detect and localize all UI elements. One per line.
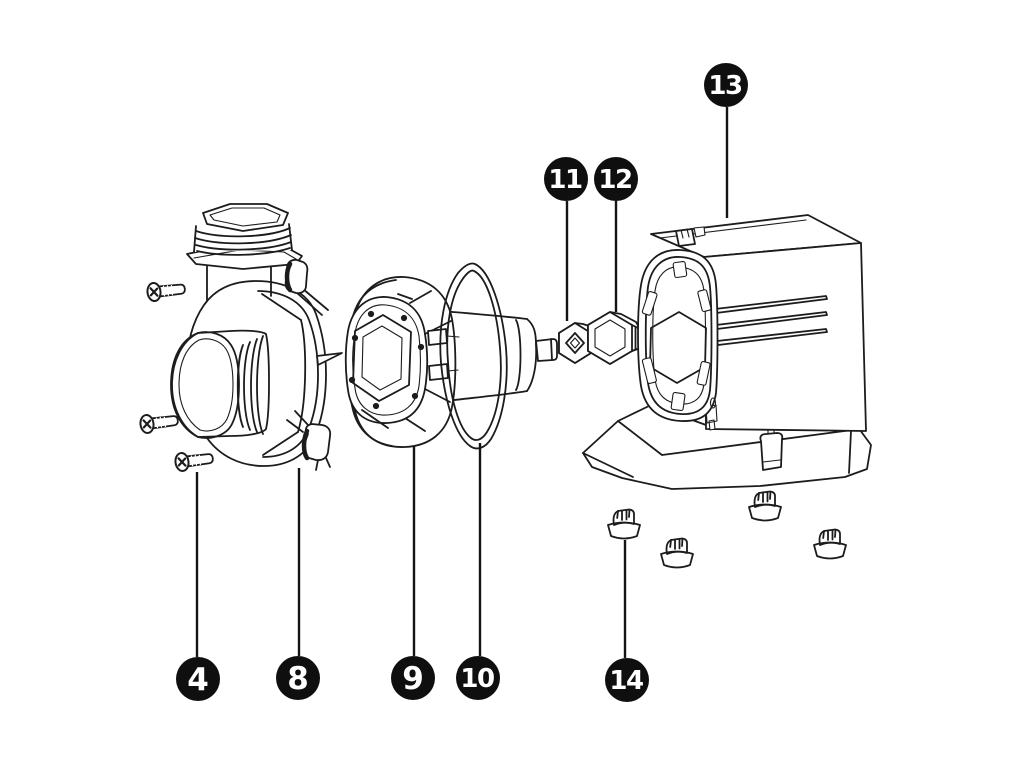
part-suction-feet: [607, 490, 847, 569]
leader-lines: [195, 107, 729, 658]
threaded-port: [170, 329, 270, 439]
part-volute-housing: [170, 203, 343, 471]
part-oring: [439, 262, 508, 450]
callout-9-number: 9: [402, 661, 424, 697]
callout-13: 13: [704, 63, 748, 107]
callout-4-number: 4: [187, 662, 209, 698]
callout-9: 9: [391, 656, 435, 700]
callout-8-number: 8: [287, 661, 309, 697]
callout-14-number: 14: [609, 666, 643, 696]
part-nut: [587, 311, 641, 365]
volute-clip-top: [284, 258, 329, 316]
callout-10: 10: [456, 656, 500, 700]
callout-12: 12: [594, 157, 638, 201]
callout-11-number: 11: [548, 165, 582, 195]
callout-11: 11: [544, 157, 588, 201]
callout-13-number: 13: [708, 71, 742, 101]
callouts: 4 8 9 10 11 12 13 14: [176, 63, 748, 702]
part-pump-body: [582, 214, 872, 490]
part-impeller-rotor: [344, 276, 558, 448]
callout-8: 8: [276, 656, 320, 700]
callout-12-number: 12: [598, 165, 631, 195]
callout-14: 14: [605, 658, 649, 702]
threaded-cap: [186, 203, 303, 270]
pump-base: [582, 404, 872, 490]
volute-clip-bottom: [286, 410, 332, 471]
callout-10-number: 10: [460, 664, 494, 694]
callout-4: 4: [176, 657, 220, 701]
